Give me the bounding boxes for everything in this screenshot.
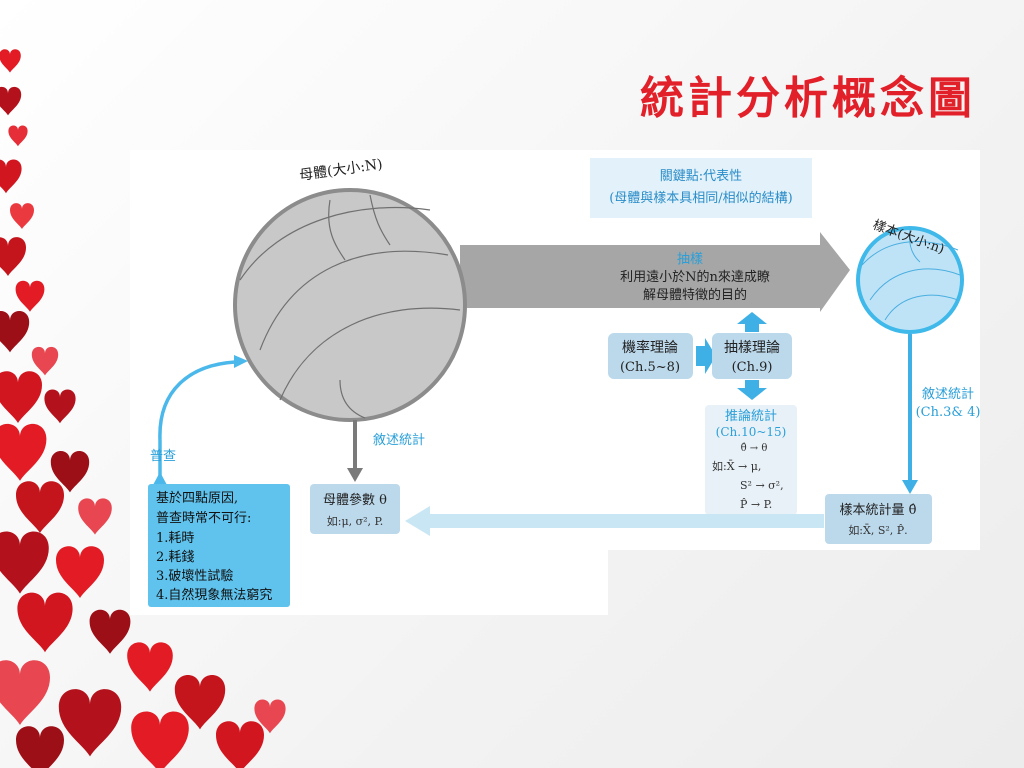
- descriptive-right-line1: 敘述統計: [922, 386, 974, 402]
- census-reasons-line2: 普查時常不可行:: [156, 511, 251, 526]
- inferential-line1: 推論統計: [725, 408, 777, 424]
- key-point-line1: 關鍵點:代表性: [660, 168, 742, 184]
- sampling-arrow: [460, 232, 850, 312]
- probability-theory-box: [608, 333, 693, 379]
- sampling-theory-line1: 抽樣理論: [724, 339, 780, 356]
- census-reasons-item2: 2.耗錢: [156, 549, 194, 565]
- census-label: 普查: [150, 449, 176, 464]
- sampling-theory-line2: (Ch.9): [732, 360, 773, 375]
- census-reasons-item1: 1.耗時: [156, 531, 194, 546]
- inferential-formula2: 如:X̄ → μ,: [712, 459, 761, 473]
- descriptive-left-label: 敘述統計: [373, 432, 425, 448]
- estimation-arrow: [405, 506, 824, 536]
- census-reasons-item4: 4.自然現象無法窮究: [156, 587, 272, 603]
- descriptive-right-line2: (Ch.3& 4): [916, 405, 980, 420]
- census-reasons-box: [148, 484, 290, 607]
- sampling-arrow-line2: 解母體特徵的目的: [643, 287, 747, 303]
- inferential-formula4: P̂ → P.: [740, 498, 772, 511]
- inferential-statistics-box: [705, 405, 797, 515]
- sample-statistics-box: [825, 494, 932, 544]
- population-parameters-line1: 母體參數 θ: [323, 493, 387, 508]
- arrow-right-icon: [696, 338, 716, 374]
- inferential-formula1: θ̂ → θ: [741, 443, 768, 454]
- arrow-down-icon: [347, 468, 363, 482]
- population-circle: [233, 188, 467, 422]
- census-reasons-item3: 3.破壞性試驗: [156, 568, 233, 584]
- sample-statistics-line1: 樣本統計量 θ̂: [840, 502, 917, 518]
- inferential-line2: (Ch.10~15): [716, 425, 787, 439]
- population-parameters-box: [310, 484, 400, 534]
- arrow-down-icon: [902, 480, 918, 494]
- key-point-box: [590, 158, 812, 218]
- census-reasons-line1: 基於四點原因,: [156, 490, 238, 506]
- sample-statistics-line2: 如:X̄, S², P̂.: [848, 523, 907, 537]
- slide-title: 統計分析概念圖: [640, 73, 976, 124]
- census-arrow: [158, 360, 236, 441]
- sample-circle: [856, 226, 964, 334]
- arrow-right-icon: [234, 355, 248, 368]
- sampling-theory-box: [712, 333, 792, 379]
- key-point-line2: (母體與樣本具相同/相似的結構): [609, 190, 793, 206]
- sampling-arrow-title: 抽樣: [677, 252, 703, 267]
- sampling-arrow-line1: 利用遠小於N的n來達成瞭: [620, 269, 770, 285]
- probability-theory-line1: 機率理論: [622, 339, 678, 356]
- inferential-formula3: S² → σ²,: [740, 479, 784, 492]
- arrow-up-icon: [737, 312, 767, 332]
- probability-theory-line2: (Ch.5~8): [620, 360, 680, 375]
- arrow-down-icon: [737, 380, 767, 400]
- statistics-concept-diagram: 抽樣 利用遠小於N的n來達成瞭 解母體特徵的目的 母體(大小:N) 樣本(大小:…: [130, 150, 980, 615]
- population-parameters-line2: 如:μ, σ², P.: [327, 514, 383, 528]
